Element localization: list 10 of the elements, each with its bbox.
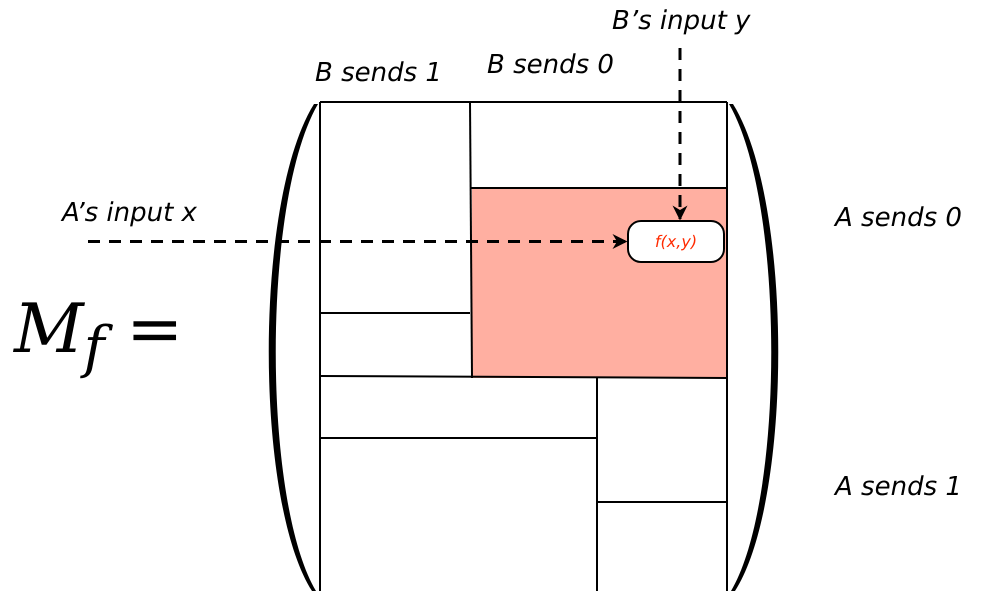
input-label: B’s input y	[612, 6, 750, 36]
function-box: f(x,y)	[627, 220, 725, 263]
row-label: A sends 0	[835, 203, 962, 233]
matrix-symbol: M$_{f}$ =	[14, 290, 184, 381]
dashed-arrow	[88, 234, 628, 249]
column-label: B sends 1	[315, 58, 442, 88]
column-label: B sends 0	[487, 50, 614, 80]
row-label: A sends 1	[835, 472, 962, 502]
input-label: A’s input x	[62, 198, 197, 228]
dashed-arrow	[672, 48, 688, 220]
